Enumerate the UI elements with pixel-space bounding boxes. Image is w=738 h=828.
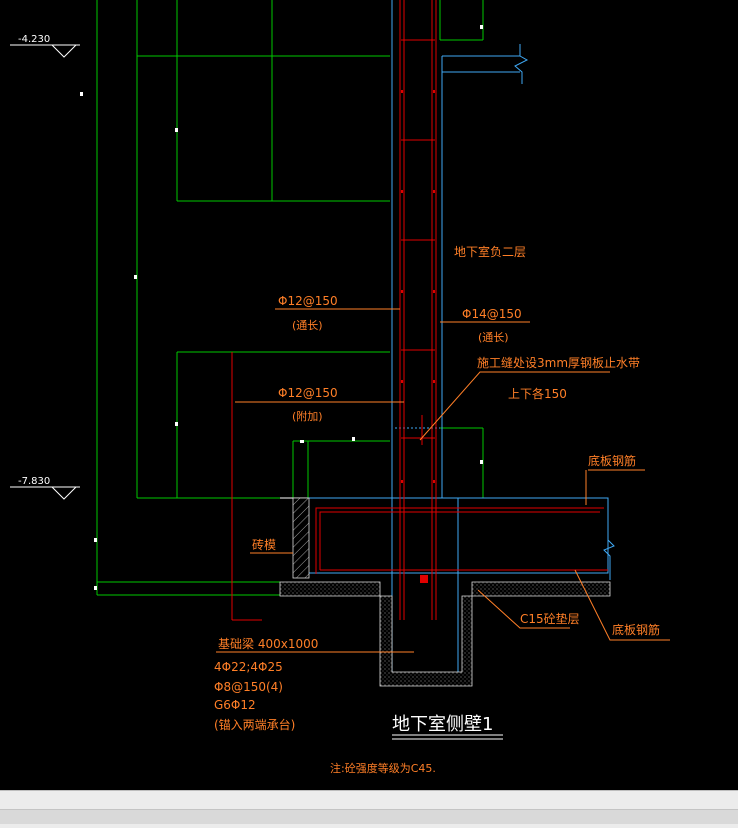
concrete-note: 注:砼强度等级为C45. [330, 761, 436, 775]
rebar-left-1-note: (通长) [292, 319, 323, 332]
beam-line-2: 4Φ22;4Φ25 [214, 660, 283, 674]
brick-label: 砖模 [252, 537, 276, 552]
slab-rebar-top: 底板钢筋 [588, 453, 636, 468]
slab-rebar-bottom: 底板钢筋 [612, 622, 660, 637]
green-structure [96, 0, 484, 596]
cyan-concrete [307, 0, 615, 681]
cad-drawing[interactable]: -4.230 -7.830 地下室负二层 Φ12@150 (通长) Φ14@15… [0, 0, 738, 790]
red-rebar [231, 0, 608, 621]
status-bar [0, 790, 738, 828]
beam-line-4: G6Φ12 [214, 698, 256, 712]
beam-title: 基础梁 400x1000 [218, 636, 318, 651]
rebar-right: Φ14@150 [462, 307, 522, 321]
waterstop-line1: 施工缝处设3mm厚钢板止水带 [477, 355, 640, 370]
level-top-label: -4.230 [18, 34, 50, 45]
waterstop-line2: 上下各150 [508, 386, 567, 401]
floor-label: 地下室负二层 [454, 244, 526, 259]
cushion-hatch [279, 497, 611, 687]
white-marks [80, 25, 483, 590]
horizontal-scrollbar[interactable] [0, 809, 738, 824]
rebar-left-2: Φ12@150 [278, 386, 338, 400]
rebar-right-note: (通长) [478, 331, 509, 344]
rebar-left-2-note: (附加) [292, 409, 323, 423]
rebar-left-1: Φ12@150 [278, 294, 338, 308]
rebar-dots [401, 90, 435, 583]
leader-lines [216, 308, 670, 653]
cushion-label: C15砼垫层 [520, 611, 580, 626]
section-title: 地下室侧壁1 [392, 714, 493, 735]
beam-line-5: (锚入两端承台) [214, 717, 295, 732]
beam-line-3: Φ8@150(4) [214, 680, 283, 694]
level-bottom-label: -7.830 [18, 476, 50, 487]
